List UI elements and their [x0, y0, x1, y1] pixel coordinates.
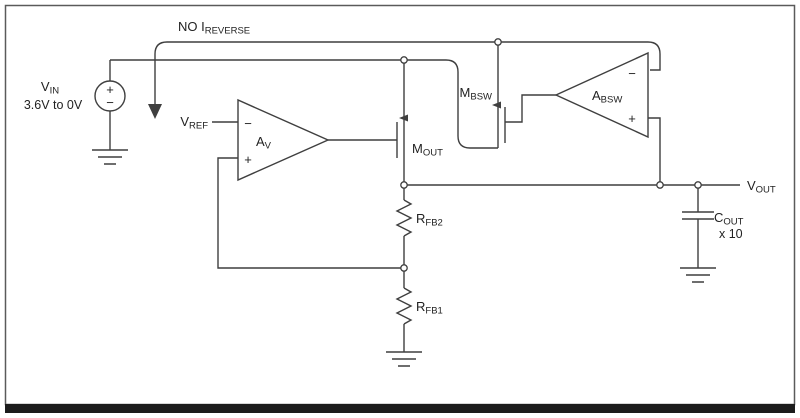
vout-label: VOUT: [747, 178, 776, 196]
rfb2-label: RFB2: [416, 211, 443, 229]
wire-absw-output: [505, 94, 556, 123]
mout-label: MOUT: [412, 141, 443, 159]
vin-minus-sign: −: [106, 95, 114, 110]
wire-absw-plus-sense: [648, 117, 661, 185]
vin-plus-sign: +: [106, 82, 114, 97]
junction-cout: [694, 181, 702, 189]
mout-transistor: MOUT: [396, 114, 443, 164]
mbsw-body-arrow-icon: [492, 101, 501, 109]
wire-vin-rail: [110, 59, 498, 149]
no-reverse-arrow-icon: [148, 104, 162, 119]
vin-source: + −: [92, 80, 128, 165]
ground-symbol-vin: [92, 149, 128, 165]
junction-output-node: [400, 181, 408, 189]
vin-source-circle: [94, 80, 126, 112]
junction-vin-mout: [400, 56, 408, 64]
vref-label: VREF: [180, 114, 208, 132]
mout-body-arrow-icon: [399, 114, 408, 122]
figure-border-bottom: [5, 404, 795, 413]
av-plus-input: +: [244, 152, 252, 167]
rfb1-resistor: RFB1: [386, 287, 443, 367]
mbsw-label: MBSW: [460, 85, 493, 103]
wire-feedback: [217, 157, 404, 269]
cout-label: COUT: [714, 210, 744, 228]
av-opamp: − + AV: [237, 98, 330, 182]
junction-feedback-tap: [400, 264, 408, 272]
ground-symbol-rfb1: [386, 351, 422, 367]
mbsw-transistor: MBSW: [460, 85, 506, 148]
vin-range-label: 3.6V to 0V: [24, 98, 83, 112]
rfb1-zigzag: [395, 287, 413, 325]
junction-absw-sense: [656, 181, 664, 189]
cout-capacitor: COUT x 10: [680, 210, 744, 283]
rfb2-zigzag: [395, 199, 413, 237]
av-triangle: [237, 98, 330, 182]
rfb2-resistor: RFB2: [395, 199, 443, 237]
vin-label: VIN: [41, 79, 59, 97]
absw-label: ABSW: [592, 88, 622, 106]
absw-minus-input: −: [628, 66, 636, 81]
rfb1-label: RFB1: [416, 299, 443, 317]
wire-no-reverse-path: [154, 41, 661, 106]
absw-plus-input: +: [628, 111, 636, 126]
cout-plates: [682, 211, 714, 220]
absw-opamp: − + ABSW: [554, 51, 649, 139]
figure-border: [4, 4, 796, 406]
av-minus-input: −: [244, 116, 252, 131]
no-reverse-label: NO IREVERSE: [178, 19, 250, 37]
absw-triangle: [554, 51, 649, 139]
wires: [109, 41, 740, 352]
cout-note: x 10: [719, 227, 743, 241]
junction-sense-mbsw: [494, 38, 502, 46]
junctions: [400, 38, 702, 272]
ground-symbol-cout: [680, 267, 716, 283]
av-label: AV: [256, 134, 272, 152]
